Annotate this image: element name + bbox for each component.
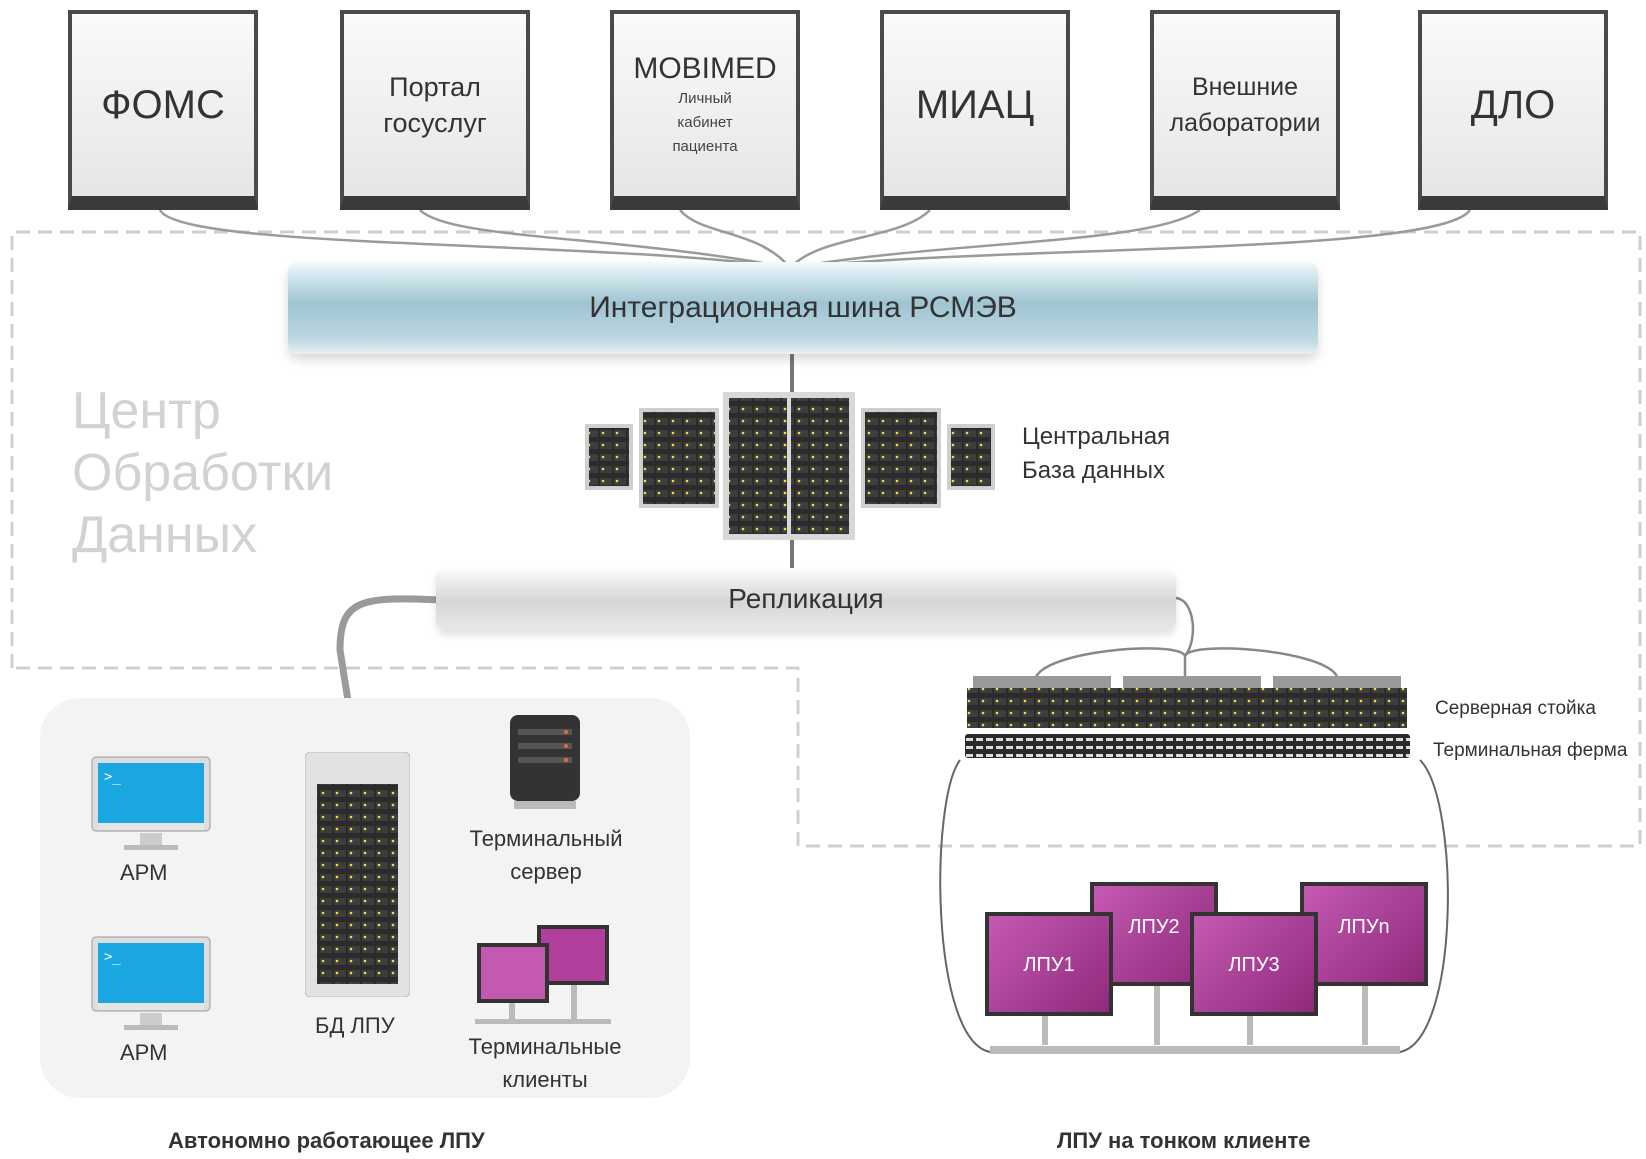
thin-client-lpu3: ЛПУ3 — [1190, 912, 1318, 1016]
integration-bus: Интеграционная шина РСМЭВ — [288, 262, 1318, 354]
integration-bus-label: Интеграционная шина РСМЭВ — [589, 291, 1017, 324]
server-rack-farm — [965, 676, 1410, 758]
terminal-clients-line1: Терминальные — [468, 1034, 622, 1059]
ext-mobimed: MOBIMED Личный кабинет пациента — [610, 10, 800, 210]
data-center-boundary — [10, 230, 1642, 848]
server-rack-label: Серверная стойка — [1435, 698, 1596, 719]
autonomous-lpu-title: Автономно работающее ЛПУ — [168, 1128, 485, 1153]
terminal-farm — [965, 734, 1410, 758]
server-rack-2 — [1117, 676, 1267, 728]
server-rack-1 — [967, 676, 1117, 728]
thin-client-lpu2-label: ЛПУ2 — [1128, 916, 1180, 938]
ext-foms-label: ФОМС — [101, 82, 225, 127]
thin-client-lpu1: ЛПУ1 — [985, 912, 1113, 1016]
ext-mobimed-sub1: Личный — [678, 90, 732, 107]
lpu-db-label: БД ЛПУ — [315, 1013, 395, 1038]
data-center-line1: Центр — [72, 382, 221, 440]
svg-text:>_: >_ — [104, 949, 121, 965]
thin-client-lpun-label: ЛПУn — [1338, 916, 1390, 938]
ext-gosuslugi-line1: Портал — [389, 72, 481, 102]
ext-gosuslugi-line2: госуслуг — [383, 108, 487, 138]
svg-text:>_: >_ — [104, 769, 121, 785]
ext-dlo-label: ДЛО — [1470, 82, 1556, 127]
terminal-server-line2: сервер — [510, 859, 582, 884]
ext-mobimed-title: MOBIMED — [633, 52, 777, 85]
ext-gosuslugi: Портал госуслуг — [340, 10, 530, 210]
ext-labs-line1: Внешние — [1191, 73, 1299, 101]
server-rack-3 — [1267, 676, 1407, 728]
ext-dlo: ДЛО — [1418, 10, 1608, 210]
central-db-line1: Центральная — [1022, 423, 1171, 450]
thin-client-lpu3-label: ЛПУ3 — [1228, 954, 1280, 976]
central-db-label: Центральная База данных — [1022, 420, 1170, 488]
thin-client-lpun: ЛПУn — [1300, 882, 1428, 986]
data-center-line2: Обработки — [72, 444, 334, 502]
data-center-title: Центр Обработки Данных — [72, 380, 333, 566]
arm2-label: АРМ — [120, 1040, 168, 1065]
ext-mobimed-sub3: пациента — [672, 138, 738, 155]
ext-labs-line2: лаборатории — [1169, 109, 1321, 137]
terminal-server-label: Терминальный сервер — [458, 822, 634, 888]
ext-miac: МИАЦ — [880, 10, 1070, 210]
terminal-clients-icon — [475, 925, 611, 1024]
terminal-farm-label: Терминальная ферма — [1433, 740, 1628, 761]
thin-client-title: ЛПУ на тонком клиенте — [1057, 1128, 1311, 1153]
replication-bus: Репликация — [436, 568, 1176, 630]
arm1-monitor-icon: >_ — [91, 756, 211, 850]
lpu-db-server-icon — [305, 752, 410, 997]
terminal-clients-label: Терминальные клиенты — [455, 1030, 635, 1096]
terminal-server-line1: Терминальный — [469, 826, 623, 851]
ext-labs: Внешние лаборатории — [1150, 10, 1340, 210]
ext-mobimed-sub2: кабинет — [677, 114, 733, 131]
central-db-line2: База данных — [1022, 457, 1165, 484]
replication-label: Репликация — [728, 583, 884, 614]
arm2-monitor-icon: >_ — [91, 936, 211, 1030]
arm1-label: АРМ — [120, 860, 168, 885]
ext-foms: ФОМС — [68, 10, 258, 210]
data-center-line3: Данных — [72, 506, 257, 564]
central-db-cluster — [585, 392, 995, 540]
ext-miac-label: МИАЦ — [915, 82, 1035, 127]
external-cables — [158, 208, 1472, 270]
terminal-server-icon — [510, 715, 580, 809]
terminal-clients-line2: клиенты — [502, 1067, 588, 1092]
thin-client-lpu1-label: ЛПУ1 — [1023, 954, 1075, 976]
